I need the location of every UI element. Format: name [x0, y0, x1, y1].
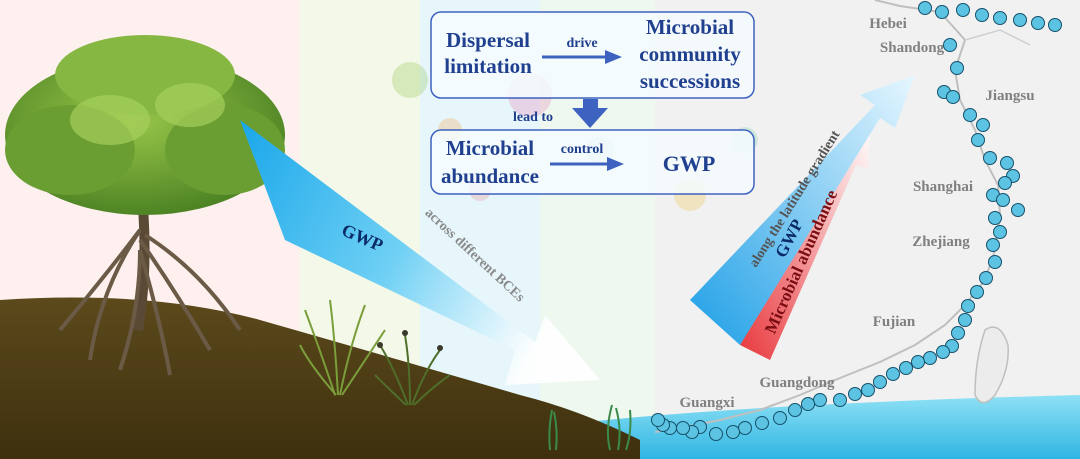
province-jiangsu: Jiangsu — [985, 88, 1034, 104]
sample-site-marker — [986, 238, 1000, 252]
sample-site-marker — [911, 355, 925, 369]
sample-site-marker — [958, 313, 972, 327]
sample-site-marker — [961, 299, 975, 313]
taiwan-island — [974, 326, 1009, 404]
control-label: control — [561, 142, 604, 157]
gwp-result-label: GWP — [663, 151, 716, 176]
sample-site-marker — [788, 403, 802, 417]
province-fujian: Fujian — [873, 314, 916, 330]
abundance-label-line2: abundance — [441, 164, 539, 188]
sample-site-marker — [951, 326, 965, 340]
saltmarsh-grass — [299, 299, 451, 406]
sample-site-marker — [988, 211, 1002, 225]
sample-site-marker — [833, 393, 847, 407]
flow-box-top — [430, 11, 755, 99]
province-hebei: Hebei — [869, 16, 907, 32]
sample-site-marker — [979, 271, 993, 285]
dispersal-label-line1: Dispersal — [446, 28, 530, 52]
sample-site-marker — [861, 383, 875, 397]
sample-site-marker — [899, 361, 913, 375]
control-arrow-head — [607, 157, 624, 171]
province-shanghai: Shanghai — [913, 179, 973, 195]
sample-site-marker — [935, 5, 949, 19]
sample-site-marker — [988, 255, 1002, 269]
seagrass — [548, 404, 632, 451]
lead-to-arrow — [572, 99, 608, 128]
sample-site-marker — [970, 285, 984, 299]
drive-arrow-head — [605, 50, 622, 64]
gwp-latitude-arrow — [690, 75, 915, 345]
sample-site-marker — [801, 397, 815, 411]
sample-site-marker — [848, 387, 862, 401]
sample-site-marker — [923, 351, 937, 365]
lead-to-label: lead to — [513, 110, 553, 125]
sample-site-marker — [946, 90, 960, 104]
sample-site-marker — [676, 421, 690, 435]
sample-sites — [651, 1, 1062, 441]
sample-site-marker — [813, 393, 827, 407]
sample-site-marker — [755, 416, 769, 430]
sample-site-marker — [773, 411, 787, 425]
dispersal-label-line2: limitation — [444, 54, 532, 78]
sample-site-marker — [943, 38, 957, 52]
sample-site-marker — [1031, 16, 1045, 30]
sample-site-marker — [1013, 13, 1027, 27]
sample-site-marker — [936, 345, 950, 359]
sample-site-marker — [963, 108, 977, 122]
sample-site-marker — [975, 8, 989, 22]
mangrove-tree — [5, 35, 285, 376]
sample-site-marker — [709, 427, 723, 441]
sediment-soil — [0, 297, 640, 459]
sample-site-marker — [873, 375, 887, 389]
sample-site-marker — [998, 176, 1012, 190]
sample-site-marker — [886, 367, 900, 381]
succession-label-line2: community — [639, 42, 741, 66]
sample-site-marker — [738, 421, 752, 435]
sample-site-marker — [726, 425, 740, 439]
sample-site-marker — [1000, 156, 1014, 170]
succession-label-line1: Microbial — [646, 15, 734, 39]
province-zhejiang: Zhejiang — [912, 234, 970, 250]
sample-site-marker — [993, 11, 1007, 25]
coastal-water — [500, 395, 1080, 459]
sample-site-marker — [651, 413, 665, 427]
sample-site-marker — [918, 1, 932, 15]
gwp-across-arrow — [240, 120, 600, 385]
sample-site-marker — [993, 225, 1007, 239]
sample-site-marker — [1048, 18, 1062, 32]
sample-site-marker — [1011, 203, 1025, 217]
abundance-label-line1: Microbial — [446, 136, 534, 160]
sample-site-marker — [971, 133, 985, 147]
succession-label-line3: successions — [640, 69, 740, 93]
sample-site-marker — [983, 151, 997, 165]
province-guangxi: Guangxi — [679, 395, 734, 411]
sample-site-marker — [956, 3, 970, 17]
sample-site-marker — [976, 118, 990, 132]
shandong-coast — [964, 29, 1031, 46]
sample-site-marker — [996, 193, 1010, 207]
flow-box-bottom — [430, 129, 755, 195]
sample-site-marker — [950, 61, 964, 75]
province-guangdong: Guangdong — [759, 375, 835, 391]
province-shandong: Shandong — [880, 40, 945, 56]
drive-label: drive — [566, 36, 597, 51]
